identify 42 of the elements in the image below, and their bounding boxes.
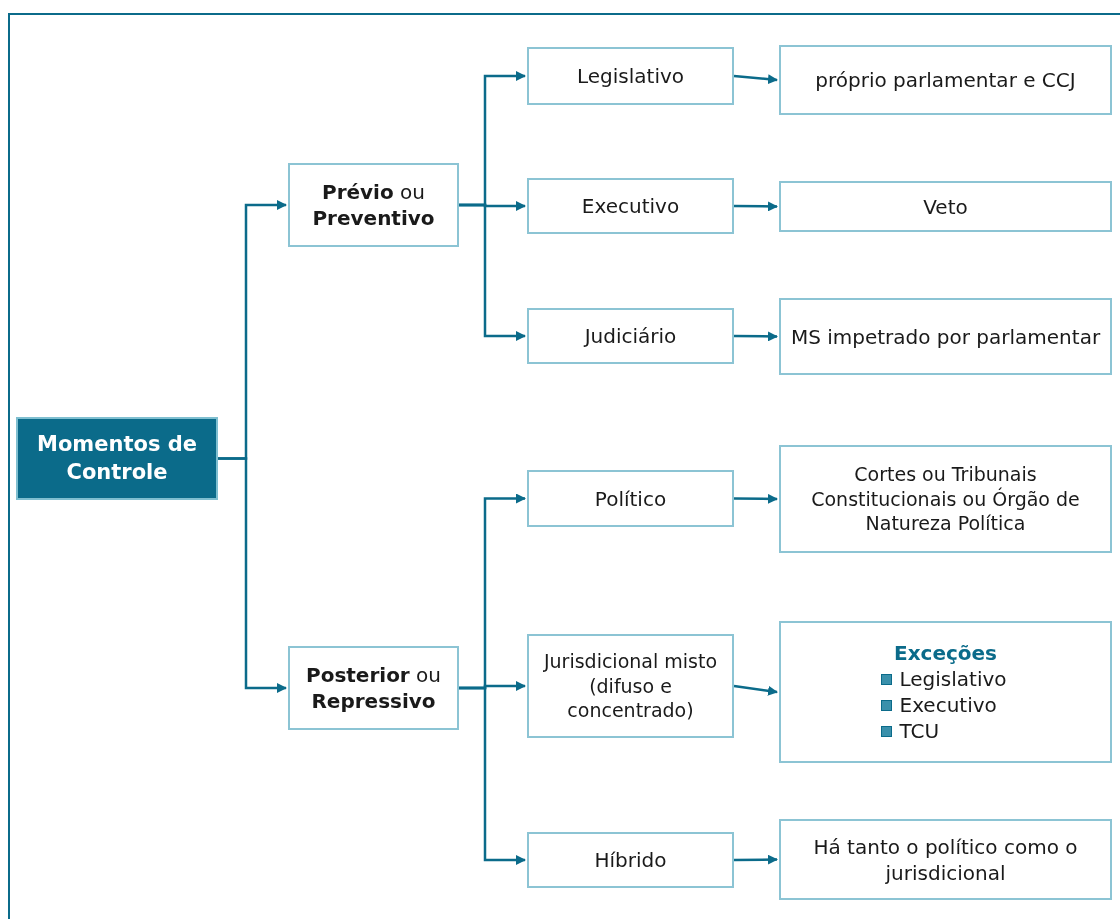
list-item: Legislativo (899, 666, 1007, 692)
box-text: Judiciário (584, 323, 677, 349)
arrow (734, 854, 778, 865)
arrow (733, 74, 778, 85)
process-box (527, 178, 734, 234)
process-box (527, 634, 734, 738)
box-text: Executivo (581, 193, 680, 219)
box-text: próprio parlamentar e CCJ (815, 67, 1076, 93)
process-box (779, 819, 1112, 900)
root-box (16, 417, 218, 500)
list-item: TCU (899, 718, 940, 744)
box-text: MS impetrado por parlamentar (790, 323, 1101, 350)
process-box (527, 470, 734, 527)
process-box (288, 163, 459, 247)
process-box (779, 45, 1112, 115)
arrow (734, 331, 778, 342)
process-box (288, 646, 459, 730)
box-text: Legislativo (576, 63, 685, 89)
box-text: Prévio ou Preventivo (311, 179, 436, 231)
box-text: Há tanto o político como o jurisdicional (812, 833, 1079, 886)
box-text: Cortes ou Tribunais Constitucionais ou Órgão de Natureza Política (810, 461, 1081, 537)
process-box (527, 47, 734, 105)
box-text: Veto (923, 193, 968, 220)
process-box (779, 181, 1112, 232)
box-text: Político (594, 485, 667, 512)
process-box (779, 621, 1112, 763)
box-text: Jurisdicional misto (difuso e concentrado) (542, 648, 719, 724)
box-text: Posterior ou Repressivo (305, 662, 442, 714)
box-text: Híbrido (594, 847, 667, 873)
arrow (218, 457, 287, 693)
process-box (527, 832, 734, 888)
process-box (779, 445, 1112, 553)
arrow (733, 684, 778, 696)
list-item: Executivo (899, 692, 997, 718)
process-box (779, 298, 1112, 375)
arrow (734, 493, 778, 504)
process-box (527, 308, 734, 364)
heading: Exceções (893, 640, 997, 666)
box-text: Momentos de Controle (36, 431, 198, 486)
arrow (459, 203, 526, 341)
arrow (734, 201, 778, 212)
arrow (459, 686, 526, 865)
